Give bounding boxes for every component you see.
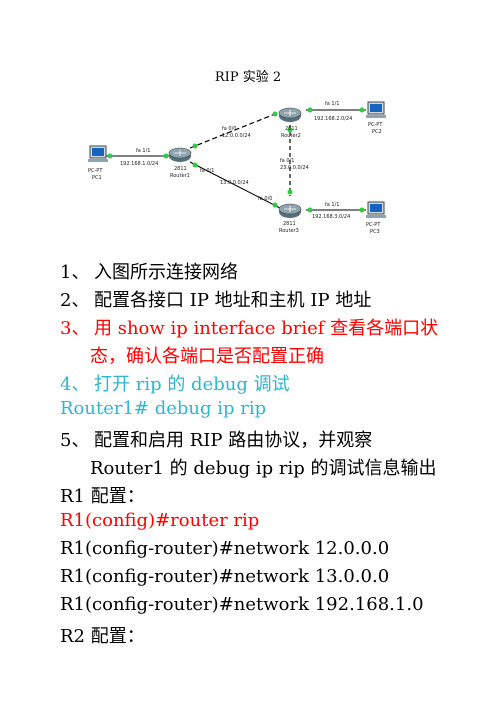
label-r2-pc2-net: 192.168.2.0/24 bbox=[314, 116, 352, 122]
pc2-name: PC2 bbox=[372, 129, 382, 135]
link-status-dots bbox=[107, 107, 365, 213]
step-1-text: 入图所示连接网络 bbox=[94, 262, 238, 283]
step-5: 5、配置和启用 RIP 路由协议，并观察 bbox=[60, 426, 372, 452]
step-5-continued: Router1 的 debug ip rip 的调试信息输出 bbox=[90, 458, 437, 479]
router2-icon bbox=[278, 107, 302, 122]
pc2-model: PC-PT bbox=[368, 122, 383, 128]
step-3-continued: 态，确认各端口是否配置正确 bbox=[90, 346, 324, 367]
step-4-text: 打开 rip 的 debug 调试 bbox=[94, 374, 290, 395]
label-r3-pc3-iface: fa 1/1 bbox=[325, 202, 339, 208]
link-router1-router2 bbox=[189, 111, 281, 149]
step-5-number: 5、 bbox=[60, 430, 90, 451]
pc2-icon bbox=[366, 101, 386, 118]
pc3-name: PC3 bbox=[370, 229, 380, 235]
router1-model: 2811 bbox=[174, 166, 187, 172]
link-router1-router3 bbox=[189, 161, 281, 209]
step-3-text: 用 show ip interface brief 查看各端口状 bbox=[94, 318, 439, 339]
network-topology-diagram: PC-PT PC1 2811 Router1 2811 Router2 2811… bbox=[88, 101, 386, 235]
label-pc1-r1-iface: fa 1/1 bbox=[136, 148, 150, 154]
router1-name: Router1 bbox=[170, 173, 190, 179]
step-1: 1、入图所示连接网络 bbox=[60, 258, 238, 284]
step-2-text: 配置各接口 IP 地址和主机 IP 地址 bbox=[94, 290, 372, 311]
pc3-icon bbox=[366, 201, 386, 218]
r1-config-line: R1(config-router)#network 13.0.0.0 bbox=[60, 566, 390, 587]
label-r2-r3-iface: fa 0/1 bbox=[280, 158, 294, 164]
step-1-number: 1、 bbox=[60, 262, 90, 283]
router1-icon bbox=[168, 147, 192, 162]
router3-icon bbox=[278, 203, 302, 218]
step-3: 3、用 show ip interface brief 查看各端口状 bbox=[60, 314, 438, 340]
r1-config-line: R1(config)#router rip bbox=[60, 510, 260, 531]
pc3-model: PC-PT bbox=[366, 222, 381, 228]
pc1-icon bbox=[88, 145, 108, 162]
r1-config-line: R1(config-router)#network 12.0.0.0 bbox=[60, 538, 390, 559]
label-r1-r3-iface: fa 0/1 bbox=[200, 168, 214, 174]
step-5-text: 配置和启用 RIP 路由协议，并观察 bbox=[94, 430, 373, 451]
router3-model: 2811 bbox=[283, 221, 296, 227]
label-r1-r3-net: 13.0.0.0/24 bbox=[220, 180, 249, 186]
step-2-number: 2、 bbox=[60, 290, 90, 311]
debug-command: Router1# debug ip rip bbox=[60, 398, 267, 419]
step-3-number: 3、 bbox=[60, 318, 90, 339]
step-2: 2、配置各接口 IP 地址和主机 IP 地址 bbox=[60, 286, 371, 312]
label-r3-pc3-net: 192.168.3.0/24 bbox=[312, 214, 350, 220]
pc1-model: PC-PT bbox=[88, 168, 103, 174]
r1-config-heading: R1 配置： bbox=[60, 486, 145, 507]
r2-config-heading: R2 配置： bbox=[60, 626, 145, 647]
step-4-number: 4、 bbox=[60, 374, 90, 395]
label-r2-pc2-iface: fa 1/1 bbox=[325, 101, 339, 107]
router2-name: Router2 bbox=[281, 133, 301, 139]
label-r1-r2-iface: fa 0/0 bbox=[222, 126, 236, 132]
router3-name: Router3 bbox=[279, 228, 299, 234]
label-pc1-r1-net: 192.168.1.0/24 bbox=[120, 161, 158, 167]
document-title: RIP 实验 2 bbox=[214, 70, 282, 85]
r1-config-line: R1(config-router)#network 192.168.1.0 bbox=[60, 594, 424, 615]
label-r3-iface: fa 0/0 bbox=[258, 196, 272, 202]
label-r1-r2-net: 12.0.0.0/24 bbox=[222, 133, 251, 139]
router2-model: 2811 bbox=[285, 126, 298, 132]
label-r2-r3-net: 23.0.0.0/24 bbox=[280, 165, 309, 171]
step-4: 4、打开 rip 的 debug 调试 bbox=[60, 370, 290, 396]
pc1-name: PC1 bbox=[92, 175, 102, 181]
